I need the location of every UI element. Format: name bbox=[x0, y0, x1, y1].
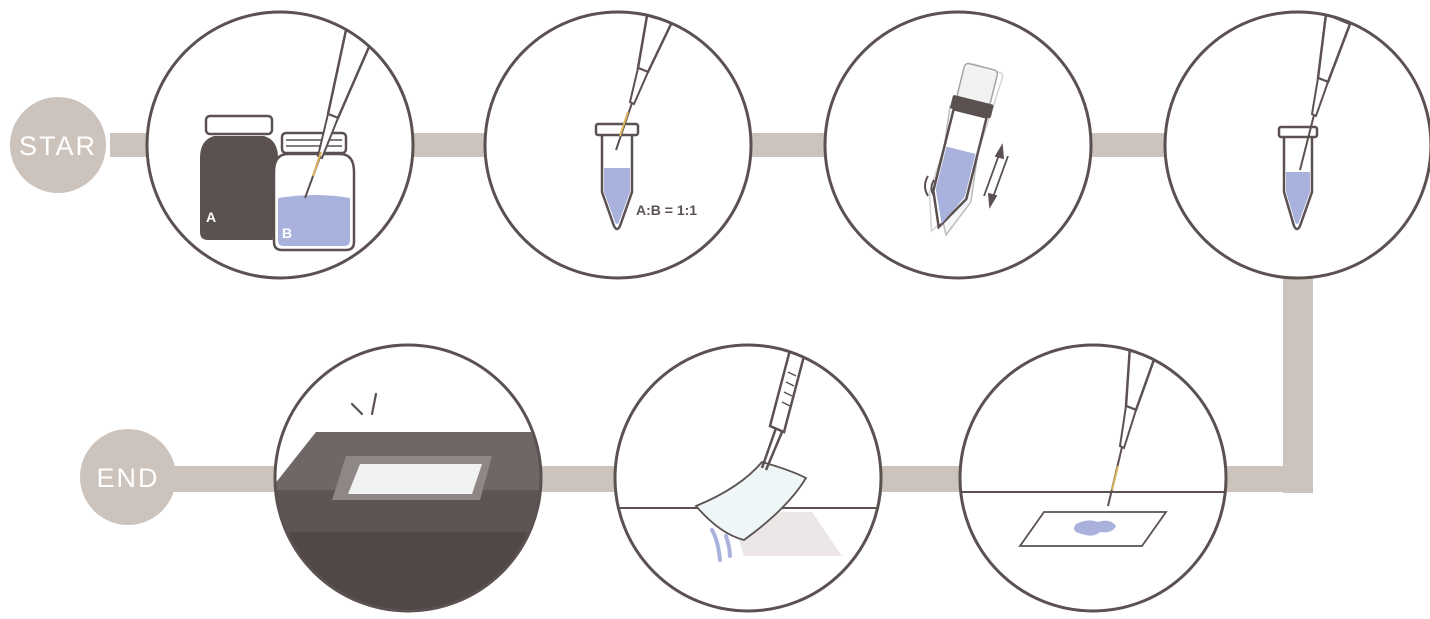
step-1-circle: A B bbox=[147, 12, 413, 278]
slide-icon bbox=[1020, 512, 1166, 546]
step-5-circle bbox=[955, 345, 1230, 611]
ratio-label: A:B = 1:1 bbox=[636, 202, 697, 218]
start-terminal: STAR bbox=[10, 97, 106, 193]
start-label: STAR bbox=[19, 131, 97, 161]
bottle-b-label: B bbox=[282, 225, 292, 241]
connector-step4-down bbox=[1283, 275, 1313, 493]
end-label: END bbox=[96, 463, 159, 493]
bottle-b-icon: B bbox=[274, 133, 354, 250]
step-4-circle bbox=[1165, 12, 1430, 278]
connector-step7-end bbox=[170, 466, 280, 492]
bottle-a-label: A bbox=[206, 209, 216, 225]
connector-step5-step6 bbox=[878, 466, 964, 492]
connector-step1-step2 bbox=[410, 133, 490, 157]
connector-step3-step4 bbox=[1088, 133, 1168, 157]
connector-step2-step3 bbox=[748, 133, 828, 157]
connector-start-step1 bbox=[110, 133, 150, 157]
device-icon bbox=[270, 432, 560, 614]
step-7-circle bbox=[270, 345, 560, 614]
step-3-circle bbox=[825, 12, 1091, 278]
connector-step6-step7 bbox=[538, 466, 620, 492]
bottle-a-icon: A bbox=[200, 116, 278, 240]
step-6-circle bbox=[610, 345, 885, 611]
connector-right-to-step5 bbox=[1222, 466, 1313, 492]
end-terminal: END bbox=[80, 429, 176, 525]
step-2-circle: A:B = 1:1 bbox=[485, 10, 751, 278]
